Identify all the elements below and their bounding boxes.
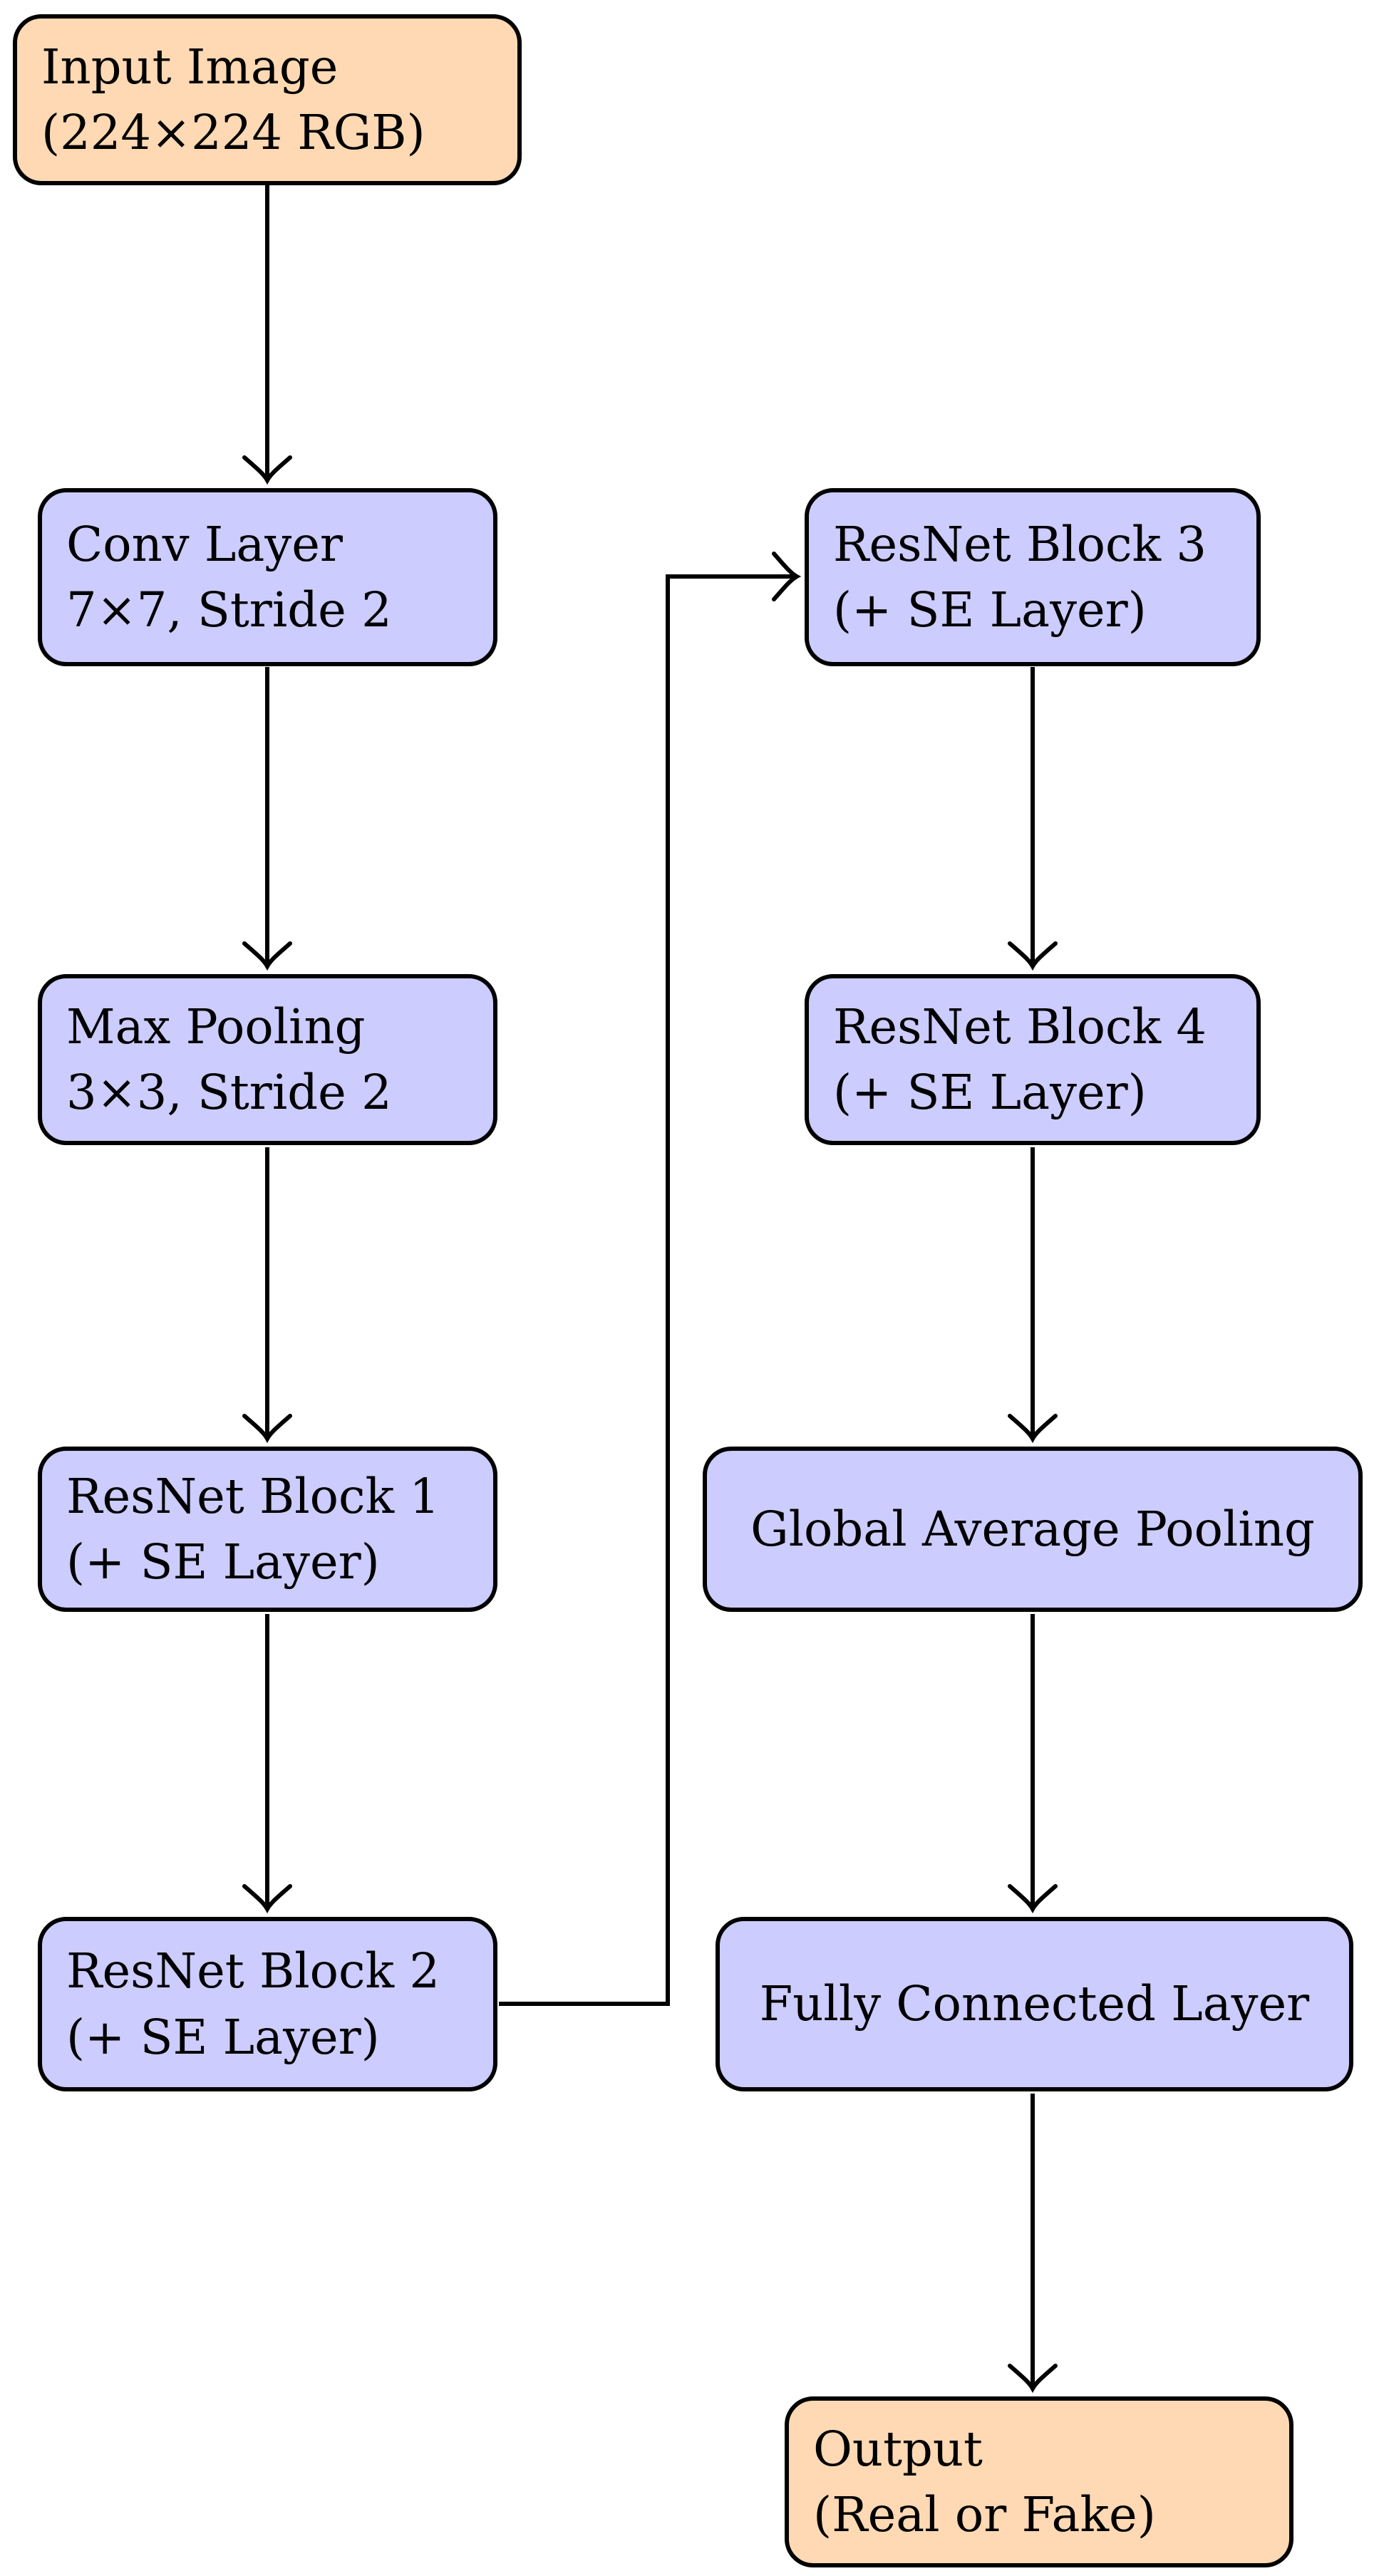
node-label-line: (Real or Fake) <box>813 2487 1156 2543</box>
node-label-line: (+ SE Layer) <box>833 1065 1147 1120</box>
edge-resnet2-to-resnet3 <box>499 552 802 2006</box>
node-label-line: Output <box>813 2421 983 2477</box>
node-label-line: ResNet Block 3 <box>833 516 1207 572</box>
node-label-line: (+ SE Layer) <box>833 582 1147 638</box>
node-label-line: (+ SE Layer) <box>66 2009 380 2065</box>
node-label-line: ResNet Block 4 <box>833 998 1207 1055</box>
node-label-line: 3×3, Stride 2 <box>66 1065 392 1120</box>
node-resnet-block-2: ResNet Block 2 (+ SE Layer) <box>38 1917 497 2091</box>
node-label-line: Fully Connected Layer <box>759 1976 1310 2032</box>
node-label-line: ResNet Block 2 <box>66 1943 440 2000</box>
node-input-image: Input Image (224×224 RGB) <box>13 14 522 185</box>
node-label-line: Conv Layer <box>66 516 343 572</box>
node-label-line: Max Pooling <box>66 998 366 1055</box>
node-max-pooling: Max Pooling 3×3, Stride 2 <box>38 974 497 1145</box>
node-fully-connected-layer: Fully Connected Layer <box>716 1917 1353 2091</box>
node-output: Output (Real or Fake) <box>785 2396 1293 2567</box>
node-resnet-block-4: ResNet Block 4 (+ SE Layer) <box>805 974 1261 1145</box>
node-label-line: Global Average Pooling <box>750 1501 1315 1557</box>
node-label-line: Input Image <box>41 38 339 95</box>
node-resnet-block-1: ResNet Block 1 (+ SE Layer) <box>38 1447 497 1612</box>
node-resnet-block-3: ResNet Block 3 (+ SE Layer) <box>805 488 1261 666</box>
node-conv-layer: Conv Layer 7×7, Stride 2 <box>38 488 497 666</box>
node-label-line: ResNet Block 1 <box>66 1468 440 1524</box>
node-global-average-pooling: Global Average Pooling <box>703 1447 1363 1612</box>
node-label-line: 7×7, Stride 2 <box>66 582 392 638</box>
node-label-line: (224×224 RGB) <box>41 105 425 160</box>
node-label-line: (+ SE Layer) <box>66 1534 380 1590</box>
